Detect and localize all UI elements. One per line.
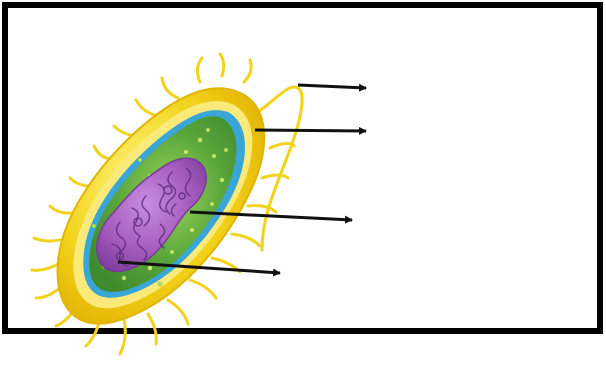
arrow-capsule	[255, 130, 366, 131]
